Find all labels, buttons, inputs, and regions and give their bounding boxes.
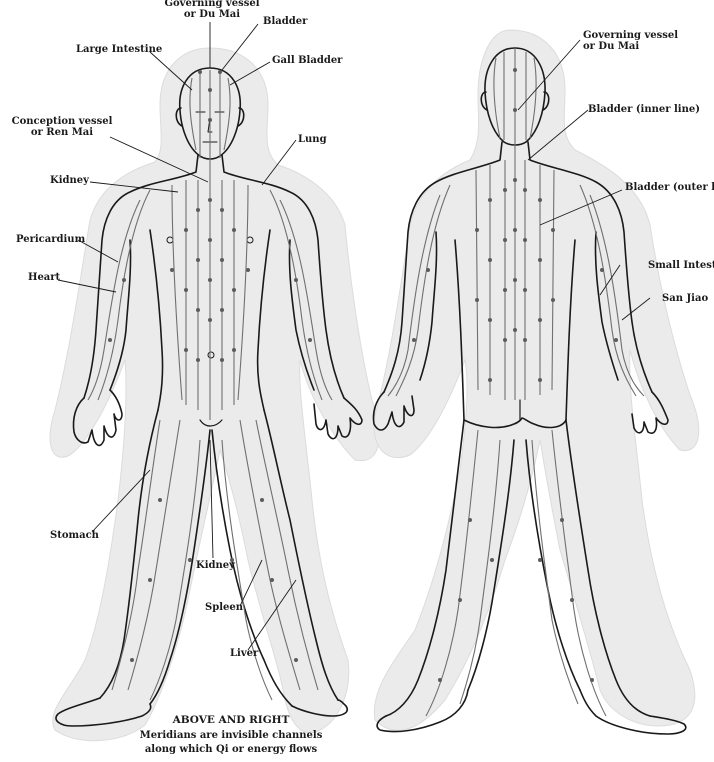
caption-heading: ABOVE AND RIGHT bbox=[172, 714, 290, 726]
label-small-intestine: Small Intestine bbox=[648, 260, 714, 271]
label-bladder-inner-line: Bladder (inner line) bbox=[588, 104, 700, 115]
label-san-jiao: San Jiao bbox=[662, 293, 708, 304]
label-bladder-outer-line: Bladder (outer line) bbox=[625, 182, 714, 193]
caption-line-2: Meridians are invisible channels bbox=[140, 730, 323, 741]
label-gall-bladder: Gall Bladder bbox=[272, 55, 343, 66]
label-conception-vessel-line1: Conception vessel bbox=[12, 116, 113, 127]
label-pericardium: Pericardium bbox=[16, 234, 86, 245]
label-heart: Heart bbox=[28, 272, 61, 283]
label-governing-vessel-front-line2: or Du Mai bbox=[184, 9, 240, 20]
label-bladder-front: Bladder bbox=[263, 16, 308, 27]
label-governing-vessel-back-line1: Governing vessel bbox=[583, 30, 678, 41]
label-kidney-lower: Kidney bbox=[196, 560, 236, 571]
label-spleen: Spleen bbox=[205, 602, 244, 613]
label-governing-vessel-back-line2: or Du Mai bbox=[583, 41, 639, 52]
label-large-intestine: Large Intestine bbox=[76, 44, 162, 55]
label-kidney-upper: Kidney bbox=[50, 175, 90, 186]
label-governing-vessel-front-line1: Governing vessel bbox=[164, 0, 259, 9]
label-liver: Liver bbox=[230, 648, 259, 659]
label-conception-vessel-line2: or Ren Mai bbox=[31, 127, 93, 138]
label-stomach: Stomach bbox=[50, 530, 100, 541]
caption-line-3: along which Qi or energy flows bbox=[145, 744, 318, 755]
label-lung: Lung bbox=[298, 134, 327, 145]
